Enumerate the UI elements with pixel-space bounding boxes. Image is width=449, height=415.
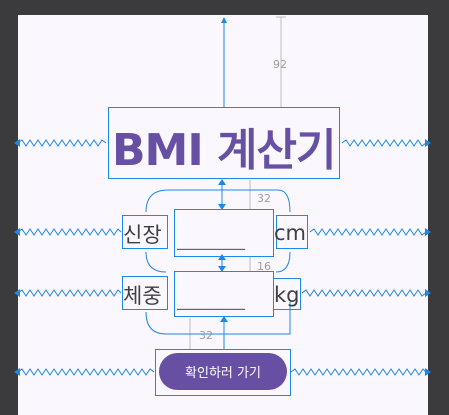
weight-input-bounds [174, 271, 274, 317]
top-margin-label: 92 [273, 58, 287, 71]
button-gap-label: 32 [199, 329, 213, 342]
height-label: 신장 [123, 223, 162, 247]
design-canvas [18, 15, 428, 415]
weight-label: 체중 [123, 284, 162, 308]
row-gap-label: 16 [257, 260, 271, 273]
weight-unit: kg [274, 283, 300, 307]
height-input[interactable] [177, 230, 271, 252]
height-label-bounds [122, 215, 168, 249]
weight-unit-bounds [273, 278, 301, 310]
weight-input[interactable] [177, 290, 271, 312]
page-title: BMI 계산기 [112, 125, 336, 176]
height-input-bounds [174, 209, 274, 257]
title-gap-label: 32 [257, 192, 271, 205]
confirm-button[interactable]: 확인하러 가기 [159, 353, 287, 390]
height-unit: cm [274, 221, 307, 245]
weight-label-bounds [122, 276, 168, 310]
height-unit-bounds [276, 215, 308, 249]
title-bounds [108, 107, 340, 179]
confirm-button-bounds [155, 349, 291, 396]
